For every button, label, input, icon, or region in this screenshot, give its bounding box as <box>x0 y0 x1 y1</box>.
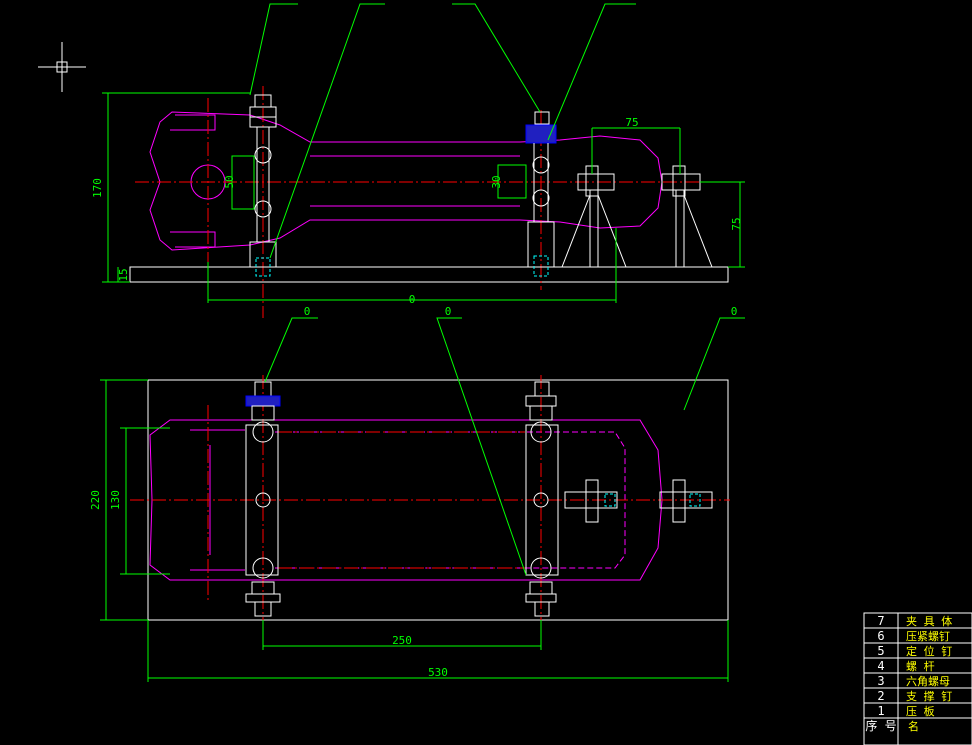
front-view-dimensions <box>102 92 745 303</box>
dim-right-75: 75 <box>730 217 743 230</box>
parts-row-name: 六角螺母 <box>906 675 950 688</box>
plan-right-pin-b <box>659 479 713 523</box>
parts-row-number: 7 <box>877 614 884 628</box>
parts-row-number: 2 <box>877 689 884 703</box>
dim-total-530: 530 <box>428 666 448 679</box>
parts-row-number: 5 <box>877 644 884 658</box>
dim-height-170: 170 <box>91 178 104 198</box>
crosshair-cursor-icon <box>38 42 86 92</box>
leader-label-a: 0 <box>304 305 311 318</box>
parts-row-name: 螺 杆 <box>906 659 935 673</box>
parts-row-number: 1 <box>877 704 884 718</box>
parts-row-number: 4 <box>877 659 884 673</box>
plan-workpiece-outline <box>149 419 663 581</box>
right-support-b <box>661 165 713 268</box>
leader-lines-top <box>249 3 636 259</box>
leader-label-b: 0 <box>445 305 452 318</box>
parts-row-name: 定 位 钉 <box>906 644 952 658</box>
plan-right-pin-a <box>564 479 618 523</box>
dim-bottom-0: 0 <box>409 293 416 306</box>
parts-row-name: 夹 具 体 <box>906 614 952 628</box>
plan-view: 220 130 250 530 0 0 0 <box>89 305 745 682</box>
plan-view-dimensions <box>100 379 729 682</box>
dim-inner-30: 30 <box>490 175 503 188</box>
parts-row-name: 支 撑 钉 <box>906 689 952 703</box>
parts-row-number: 3 <box>877 674 884 688</box>
dim-span-250: 250 <box>392 634 412 647</box>
plan-left-clamp <box>245 381 281 617</box>
dim-height-220: 220 <box>89 490 102 510</box>
left-clamp-assembly <box>249 94 277 277</box>
workpiece-outline <box>149 111 663 251</box>
parts-list-table: 7 夹 具 体 6 压紧螺钉 5 定 位 钉 4 螺 杆 3 六角螺母 2 支 撑 钉 1 压 板序 号名 <box>863 612 972 745</box>
dim-inner-130: 130 <box>109 490 122 510</box>
parts-header-name: 名 <box>908 719 919 733</box>
dim-base-15: 15 <box>117 268 130 281</box>
parts-row-number: 6 <box>877 629 884 643</box>
dim-inner-50: 50 <box>223 175 236 188</box>
front-view: 170 15 50 30 75 75 0 <box>91 3 745 318</box>
parts-row-name: 压紧螺钉 <box>906 630 950 643</box>
parts-header-number: 序 号 <box>865 718 896 733</box>
plan-middle-clamp <box>525 381 559 617</box>
base-plate <box>129 266 729 283</box>
right-support-a <box>561 165 627 268</box>
parts-row-name: 压 板 <box>906 704 935 718</box>
leader-label-c: 0 <box>731 305 738 318</box>
dim-top-75: 75 <box>625 116 638 129</box>
leader-lines-bottom <box>264 317 745 576</box>
